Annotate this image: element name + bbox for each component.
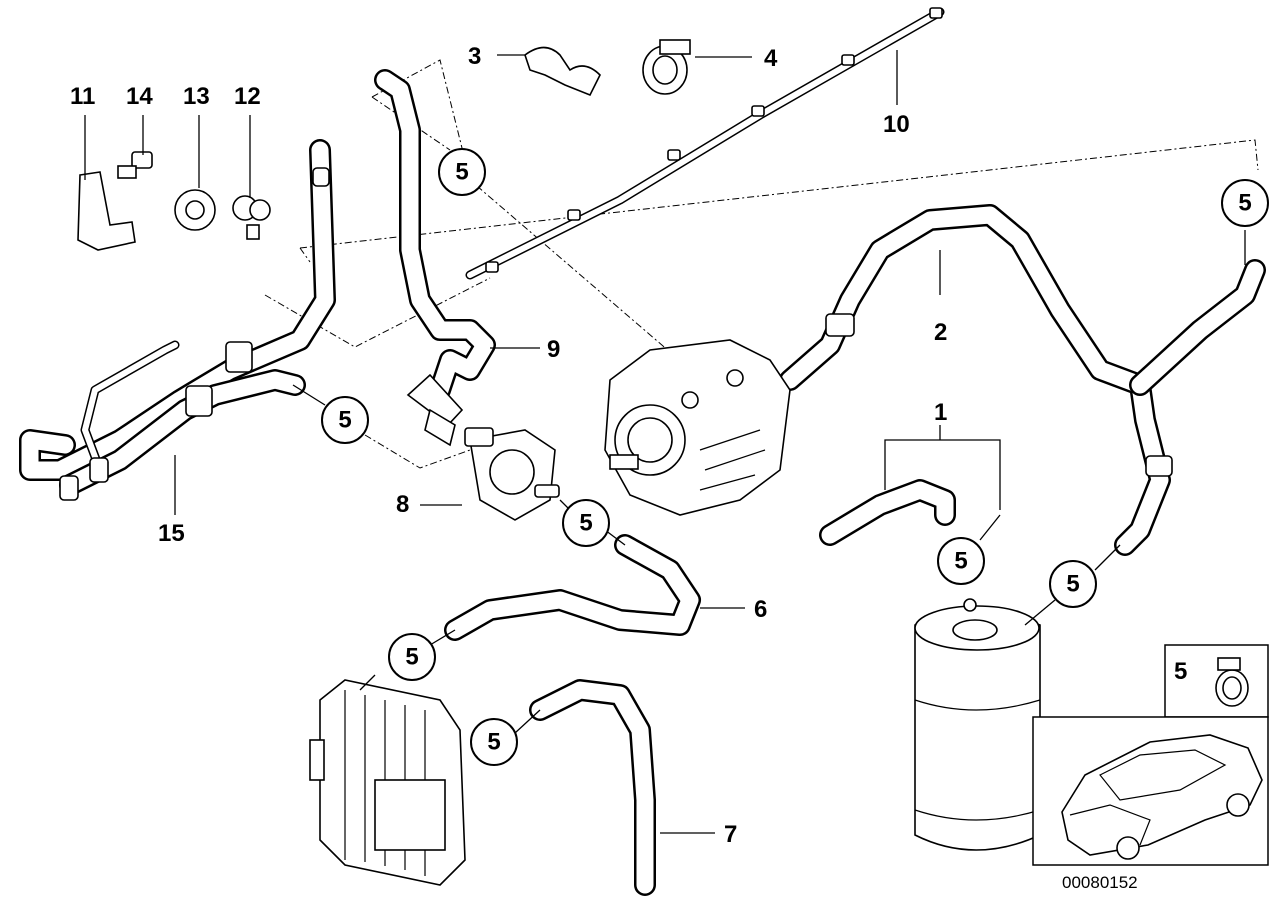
hose-2 [779,204,1266,556]
inset-car [1032,716,1269,866]
clip-12 [232,195,271,240]
part-label-14: 14 [126,83,153,110]
callout-5-f: 5 [1049,560,1097,608]
svg-text:5: 5 [338,407,351,434]
leader-lines [84,50,1001,834]
svg-text:5: 5 [487,729,500,756]
hose-1 [819,479,956,546]
svg-text:5: 5 [579,510,592,537]
callout-5-b: 5 [1221,179,1269,227]
screw-14 [117,151,153,179]
part-label-13: 13 [183,83,210,110]
clamp-4 [642,39,691,95]
svg-text:5: 5 [954,548,967,575]
part-label-2: 2 [934,319,947,346]
svg-text:5: 5 [405,644,418,671]
line-10 [465,7,945,280]
part-label-4: 4 [764,45,778,72]
callout-5-h: 5 [470,718,518,766]
callout-circles: 5 5 5 5 5 5 5 5 [321,148,1269,766]
inset-clamp: 5 [1164,644,1269,718]
part-label-7: 7 [724,821,737,848]
valve-8 [464,427,560,521]
high-pressure-pump [604,339,791,516]
part-label-3: 3 [468,43,481,70]
hose-7 [529,679,656,896]
clip-13 [174,189,216,231]
part-label-12: 12 [234,83,261,110]
callout-5-g: 5 [388,633,436,681]
callout-5-a: 5 [438,148,486,196]
part-label-10: 10 [883,111,910,138]
svg-text:5: 5 [1238,190,1251,217]
part-label-15: 15 [158,520,185,547]
part-label-6: 6 [754,596,767,623]
hose-assembly-15 [19,139,336,501]
part-label-1: 1 [934,399,947,426]
part-number-labels: 11 14 13 12 3 4 10 9 2 1 8 15 6 7 [70,43,947,848]
part-label-9: 9 [547,336,560,363]
hose-6 [444,534,701,641]
part-label-8: 8 [396,491,409,518]
inset-clamp-label: 5 [1174,658,1187,685]
fuel-cooler [309,679,466,886]
svg-text:5: 5 [455,159,468,186]
callout-5-d: 5 [562,499,610,547]
diagram-reference-code: 00080152 [1062,873,1138,892]
bracket-11 [77,171,136,251]
hose-9 [374,69,496,447]
callout-5-c: 5 [321,396,369,444]
svg-text:5: 5 [1066,571,1079,598]
clamp-3 [524,46,601,97]
part-label-11: 11 [70,83,95,110]
callout-5-e: 5 [937,537,985,585]
fuel-filter [914,598,1041,851]
